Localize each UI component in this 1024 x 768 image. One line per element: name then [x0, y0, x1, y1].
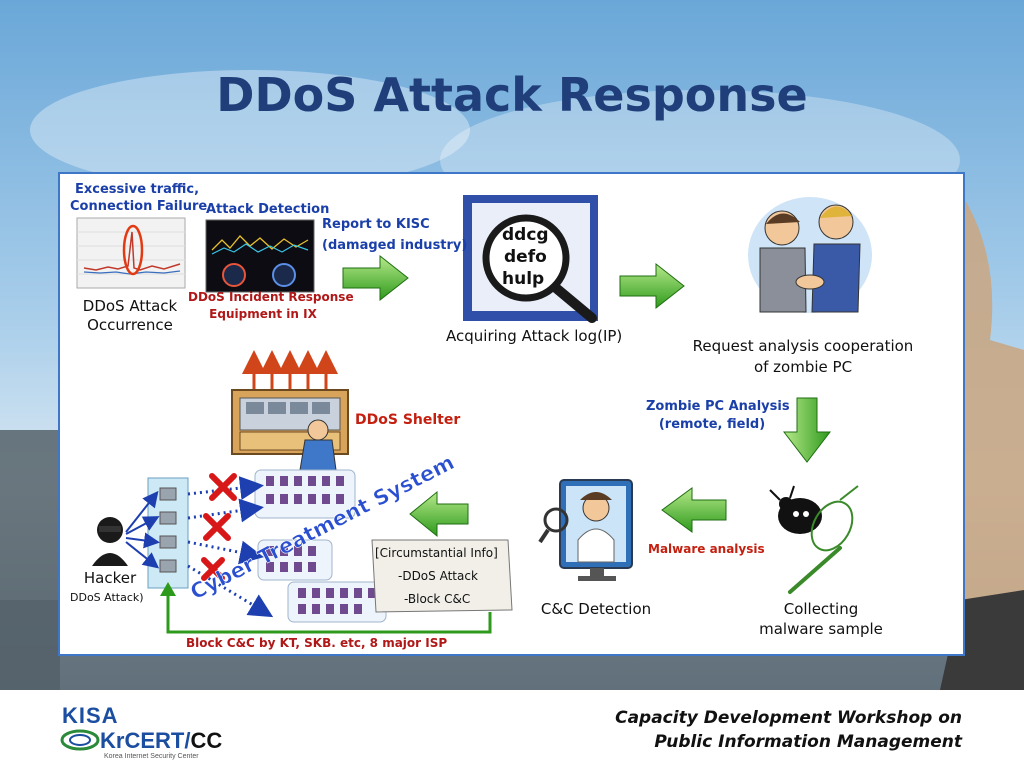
- traffic-chart-thumbnail: [76, 217, 186, 289]
- svg-text:hulp: hulp: [502, 269, 544, 289]
- circumstantial-info-line1: [Circumstantial Info]: [375, 546, 498, 560]
- hacker-to-servers-arrows: [125, 490, 160, 569]
- malware-analysis-label: Malware analysis: [648, 542, 765, 556]
- incident-equipment-line1: DDoS Incident Response: [188, 290, 354, 304]
- krcert-main: CERT/: [124, 728, 191, 753]
- circumstantial-info-line2: -DDoS Attack: [398, 569, 478, 583]
- krcert-cc: CC: [190, 728, 223, 753]
- workshop-line1: Capacity Development Workshop on: [615, 708, 962, 728]
- ddos-response-diagram: ddcg defo hulp: [76, 195, 872, 634]
- report-kisc-label: Report to KISC: [322, 217, 430, 232]
- cc-detection-label: C&C Detection: [540, 600, 652, 618]
- attack-log-magnifier-icon: ddcg defo hulp: [463, 195, 598, 323]
- kisa-logo: KISA: [62, 703, 119, 728]
- attack-detection-label: Attack Detection: [206, 202, 330, 217]
- zombie-analysis-line2: (remote, field): [658, 417, 766, 432]
- hacker-label: Hacker: [83, 569, 137, 587]
- krcert-kr: Kr: [100, 728, 125, 753]
- slide-title: DDoS Attack Response: [216, 68, 808, 122]
- krcert-subtitle: Korea Internet Security Center: [104, 753, 199, 760]
- circumstantial-info-line3: -Block C&C: [404, 592, 471, 606]
- request-analysis-line2: of zombie PC: [753, 358, 853, 376]
- log-glyphs: ddcg: [502, 225, 549, 245]
- malware-bug-net-icon: [769, 485, 859, 594]
- ddos-shelter-icon: [231, 350, 349, 471]
- damaged-industry-label: (damaged industry): [322, 238, 468, 253]
- server-rack-icon: [147, 477, 189, 589]
- hacker-ddos-label: DDoS Attack): [70, 591, 144, 604]
- zombie-pc-cluster-bottom: [287, 581, 387, 623]
- arrow-report-to-log: [342, 254, 409, 302]
- block-cc-label: Block C&C by KT, SKB. etc, 8 major ISP: [186, 636, 448, 650]
- request-analysis-line1: Request analysis cooperation: [692, 337, 914, 355]
- arrow-collecting-to-cc: [661, 487, 727, 533]
- workshop-line2: Public Information Management: [654, 732, 962, 752]
- circumstantial-info-note: [371, 539, 513, 613]
- krcert-logo: KrCERT/CC: [100, 728, 222, 754]
- cc-detection-monitor-icon: [538, 479, 633, 581]
- collecting-line2: malware sample: [759, 620, 883, 638]
- acquiring-log-label: Acquiring Attack log(IP): [446, 327, 623, 345]
- collecting-line1: Collecting: [783, 600, 859, 618]
- block-x-icons: [201, 473, 237, 581]
- svg-text:defo: defo: [504, 247, 547, 267]
- krcert-swoosh-icon: [60, 729, 100, 751]
- footer: [0, 690, 1024, 768]
- block-cc-feedback-line: [166, 592, 492, 634]
- arrow-log-to-request: [619, 262, 685, 310]
- workshop-caption: Capacity Development Workshop on Public …: [615, 706, 962, 754]
- handshake-cooperation-icon: [748, 197, 872, 313]
- detection-dashboard-thumbnail: [205, 219, 315, 293]
- incident-equipment-line2: Equipment in IX: [209, 307, 317, 321]
- arrow-circum-to-shelter: [409, 490, 469, 538]
- arrow-down-to-collecting: [782, 397, 832, 463]
- occurrence-label: Occurrence: [87, 316, 173, 334]
- zombie-pc-cluster-top: [254, 469, 356, 519]
- ddos-shelter-label: DDoS Shelter: [355, 412, 461, 428]
- hacker-icon: [92, 517, 128, 566]
- connection-failure-label: Connection Failure: [70, 199, 208, 214]
- excessive-traffic-label: Excessive traffic,: [75, 182, 200, 197]
- zombie-pc-cluster-middle: [257, 539, 333, 581]
- ddos-attack-label: DDoS Attack: [82, 297, 178, 315]
- zombie-analysis-line1: Zombie PC Analysis: [646, 399, 790, 414]
